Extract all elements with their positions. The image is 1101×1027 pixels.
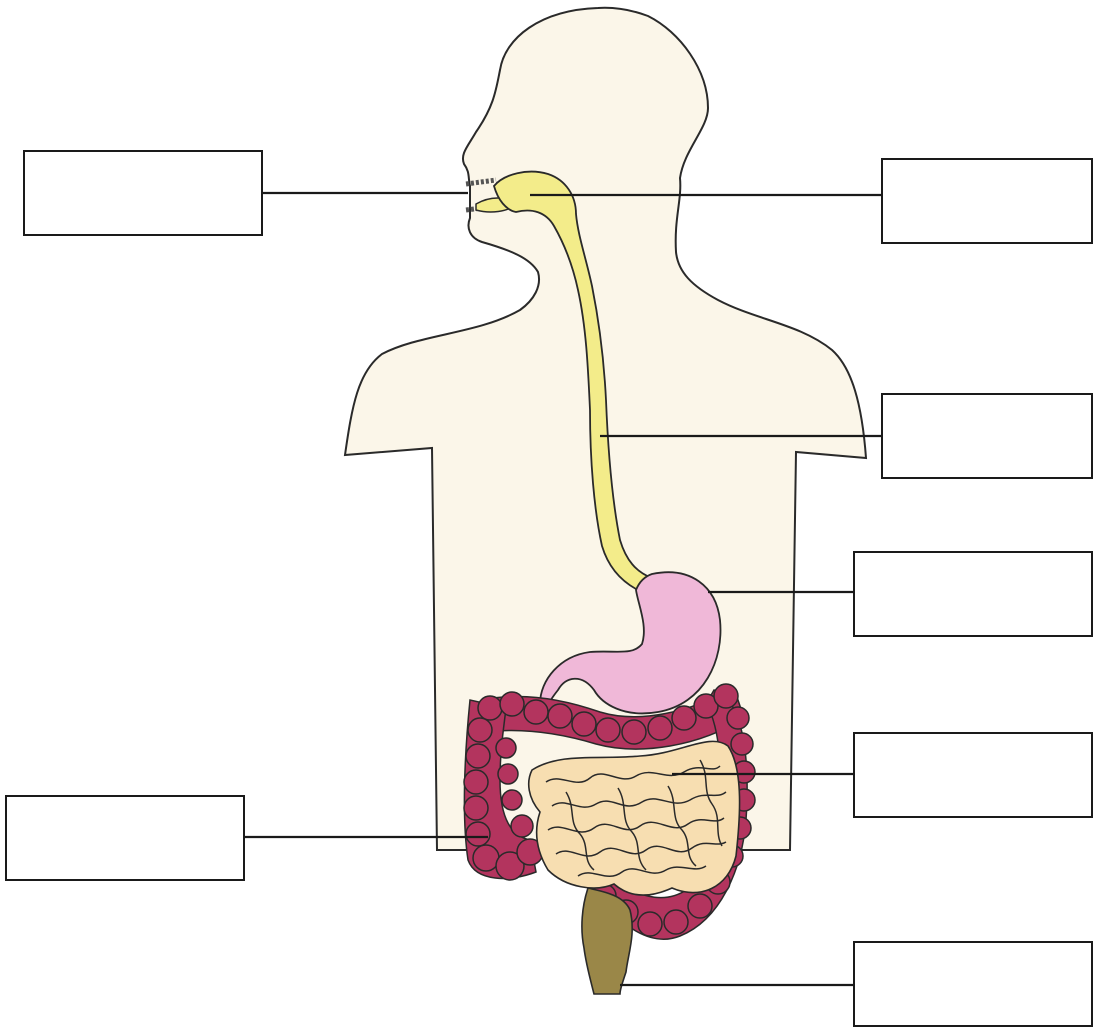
small-intestine xyxy=(529,741,740,895)
label-box-large-intestine[interactable] xyxy=(5,795,245,881)
label-box-esophagus[interactable] xyxy=(881,393,1093,479)
rectum xyxy=(582,888,632,994)
label-box-stomach[interactable] xyxy=(853,551,1093,637)
label-box-rectum[interactable] xyxy=(853,941,1093,1027)
label-box-pharynx[interactable] xyxy=(881,158,1093,244)
label-box-small-intestine[interactable] xyxy=(853,732,1093,818)
label-box-mouth[interactable] xyxy=(23,150,263,236)
